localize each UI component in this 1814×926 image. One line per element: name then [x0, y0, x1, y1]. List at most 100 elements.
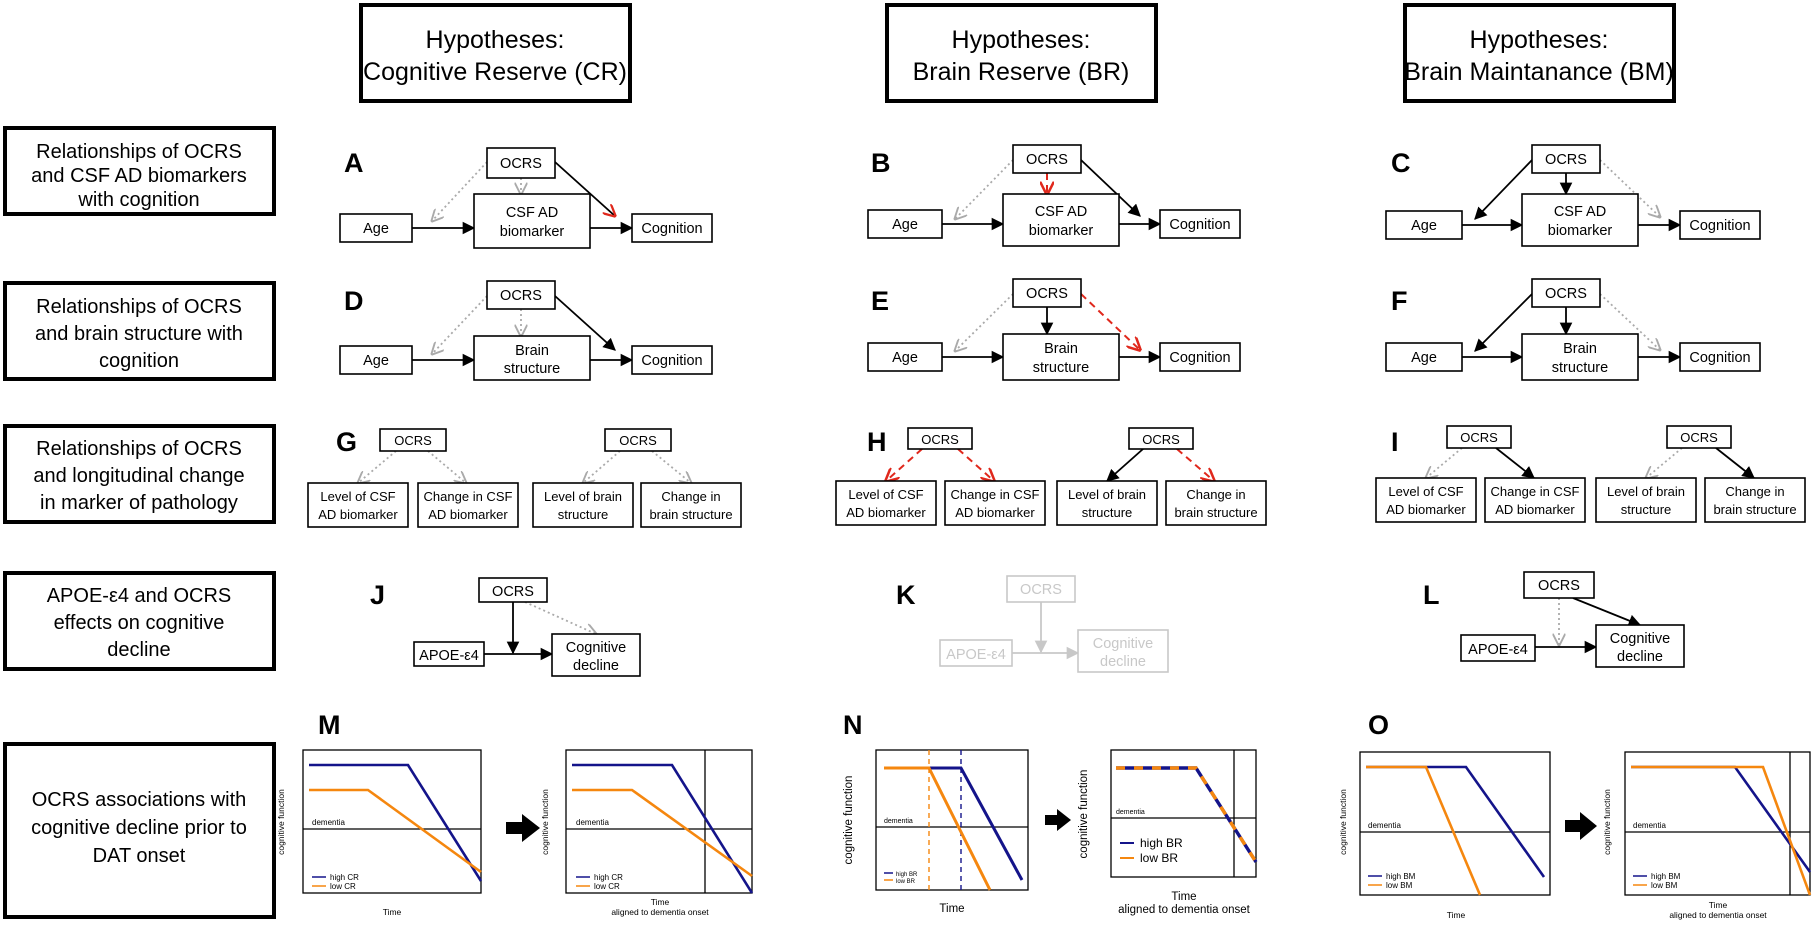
row-label-1: Relationships of OCRS and CSF AD biomark…: [3, 126, 276, 216]
panel-letter-h: H: [867, 427, 887, 457]
node-d-brain-label2: structure: [504, 361, 560, 377]
plot-m-right-xlabel: Time: [651, 897, 670, 907]
row-1-line3: with cognition: [77, 189, 199, 211]
node-a-ocrs: [486, 147, 556, 179]
plot-m-right-xlabel-aligned: aligned to dementia onset: [611, 907, 709, 917]
node-g-ocrs-1: [379, 428, 447, 452]
node-g-chg-brain-label1: Change in: [661, 489, 720, 504]
node-f-ocrs: [1531, 278, 1601, 308]
plot-m-left: dementia high CR low CR Time cognitive f…: [276, 749, 483, 917]
plot-o-left: dementia high BM low BM Time cognitive f…: [1338, 751, 1551, 920]
node-e-cognition: [1159, 342, 1241, 372]
arrow-right-icon-n: [1045, 809, 1071, 831]
plot-n-left-dementia: dementia: [884, 818, 913, 825]
node-a-age: [339, 213, 413, 243]
row-label-2: Relationships of OCRS and brain structur…: [3, 281, 276, 381]
header-br: Hypotheses: Brain Reserve (BR): [885, 3, 1158, 103]
node-l-ocrs-label: OCRS: [1538, 578, 1580, 594]
node-j-apoe-label: APOE-ε4: [419, 648, 479, 664]
node-k-ocrs: [1006, 575, 1076, 603]
node-c-age-label: Age: [1411, 218, 1437, 234]
node-b-cognition: [1159, 209, 1241, 239]
node-h-lvl-csf-label1: Level of CSF: [848, 487, 923, 502]
plot-o-right-xlabel: Time: [1709, 900, 1728, 910]
arrow-right-icon-o: [1565, 812, 1597, 840]
node-a-cognition: [631, 213, 713, 243]
node-h-lvl-csf: [835, 480, 937, 526]
plot-n-left: dementia high BR low BR Time cognitive f…: [843, 749, 1029, 915]
node-e-ocrs-label: OCRS: [1026, 286, 1068, 302]
node-j-decline-label2: decline: [573, 658, 619, 674]
panel-letter-l: L: [1423, 580, 1440, 610]
panel-f: OCRS Age Brain structure Cognition: [1385, 278, 1761, 381]
plot-o-right-xlabel-aligned: aligned to dementia onset: [1669, 910, 1767, 920]
node-i-ocrs-1: [1446, 425, 1512, 449]
node-h-chg-csf-label1: Change in CSF: [951, 487, 1040, 502]
panel-n: dementia high BR low BR Time cognitive f…: [843, 749, 1258, 916]
panel-o: dementia high BM low BM Time cognitive f…: [1338, 751, 1812, 920]
plot-n-right-legend-high: high BR: [1140, 836, 1183, 850]
node-g-chg-csf: [417, 482, 519, 528]
node-l-ocrs: [1523, 571, 1595, 599]
row-5-line1: OCRS associations with: [32, 789, 247, 811]
plot-n-right-xlabel-aligned: aligned to dementia onset: [1118, 904, 1251, 916]
node-h-ocrs-1-label: OCRS: [921, 432, 959, 447]
node-d-age-label: Age: [363, 353, 389, 369]
plot-m-left-xlabel: Time: [383, 907, 402, 917]
node-h-chg-csf-label2: AD biomarker: [955, 505, 1035, 520]
node-e-ocrs: [1012, 278, 1082, 308]
node-f-ocrs-label: OCRS: [1545, 286, 1587, 302]
plot-o-left-xlabel: Time: [1447, 910, 1466, 920]
node-i-chg-csf: [1484, 477, 1586, 523]
node-b-age: [867, 209, 943, 239]
plot-n-left-ylabel: cognitive function: [843, 776, 855, 865]
row-2-line3: cognition: [99, 350, 179, 372]
plot-n-left-legend-high: high BR: [896, 872, 918, 878]
node-g-ocrs-1-label: OCRS: [394, 433, 432, 448]
node-f-cognition-label: Cognition: [1689, 350, 1750, 366]
plot-n-right-xlabel: Time: [1171, 891, 1196, 903]
panel-m: dementia high CR low CR Time cognitive f…: [276, 749, 754, 917]
plot-m-left-legend-high: high CR: [330, 873, 359, 882]
plot-m-left-ylabel: cognitive function: [276, 789, 286, 855]
panel-h: OCRS OCRS Level of CSF AD biomarker Chan…: [835, 427, 1267, 526]
panel-letter-f: F: [1391, 286, 1408, 316]
node-f-age-label: Age: [1411, 350, 1437, 366]
panel-e: OCRS Age Brain structure Cognition: [867, 278, 1241, 381]
row-5-line2: cognitive decline prior to: [31, 817, 247, 839]
node-h-lvl-brain-label2: structure: [1082, 505, 1133, 520]
node-c-cognition: [1679, 210, 1761, 240]
row-3-line3: in marker of pathology: [40, 492, 238, 514]
node-b-age-label: Age: [892, 217, 918, 233]
node-b-csf-label2: biomarker: [1029, 223, 1094, 239]
plot-o-left-ylabel: cognitive function: [1338, 789, 1348, 855]
panel-j: OCRS APOE-ε4 Cognitive decline: [413, 577, 641, 677]
node-g-lvl-csf-label1: Level of CSF: [320, 489, 395, 504]
plot-n-left-low-line: [884, 766, 992, 891]
node-i-chg-brain-label1: Change in: [1725, 484, 1784, 499]
node-a-csf-label1: CSF AD: [506, 205, 558, 221]
node-i-ocrs-1-label: OCRS: [1460, 430, 1498, 445]
header-bm: Hypotheses: Brain Maintanance (BM): [1403, 3, 1676, 103]
row-3-line2: and longitudinal change: [33, 465, 244, 487]
node-i-lvl-csf: [1375, 477, 1477, 523]
node-a-age-label: Age: [363, 221, 389, 237]
plot-o-right: dementia high BM low BM Time aligned to …: [1602, 751, 1812, 920]
node-g-ocrs-2-label: OCRS: [619, 433, 657, 448]
node-j-apoe: [413, 641, 485, 667]
node-k-decline-label1: Cognitive: [1093, 636, 1153, 652]
header-bm-line1: Hypotheses:: [1470, 26, 1609, 54]
node-d-cognition: [631, 345, 713, 375]
row-label-5: OCRS associations with cognitive decline…: [3, 742, 276, 919]
node-h-chg-brain: [1165, 480, 1267, 526]
node-d-ocrs: [486, 280, 556, 310]
plot-m-left-low-line: [309, 788, 482, 874]
node-e-age-label: Age: [892, 350, 918, 366]
node-e-brain-label2: structure: [1033, 360, 1089, 376]
arrow-right-icon-m: [506, 814, 540, 842]
plot-n-right-dementia: dementia: [1116, 809, 1145, 816]
plot-m-right-legend-high: high CR: [594, 873, 623, 882]
node-c-csf-label2: biomarker: [1548, 223, 1613, 239]
header-cr: Hypotheses: Cognitive Reserve (CR): [359, 3, 632, 103]
plot-n-right-ylabel: cognitive function: [1078, 770, 1090, 859]
